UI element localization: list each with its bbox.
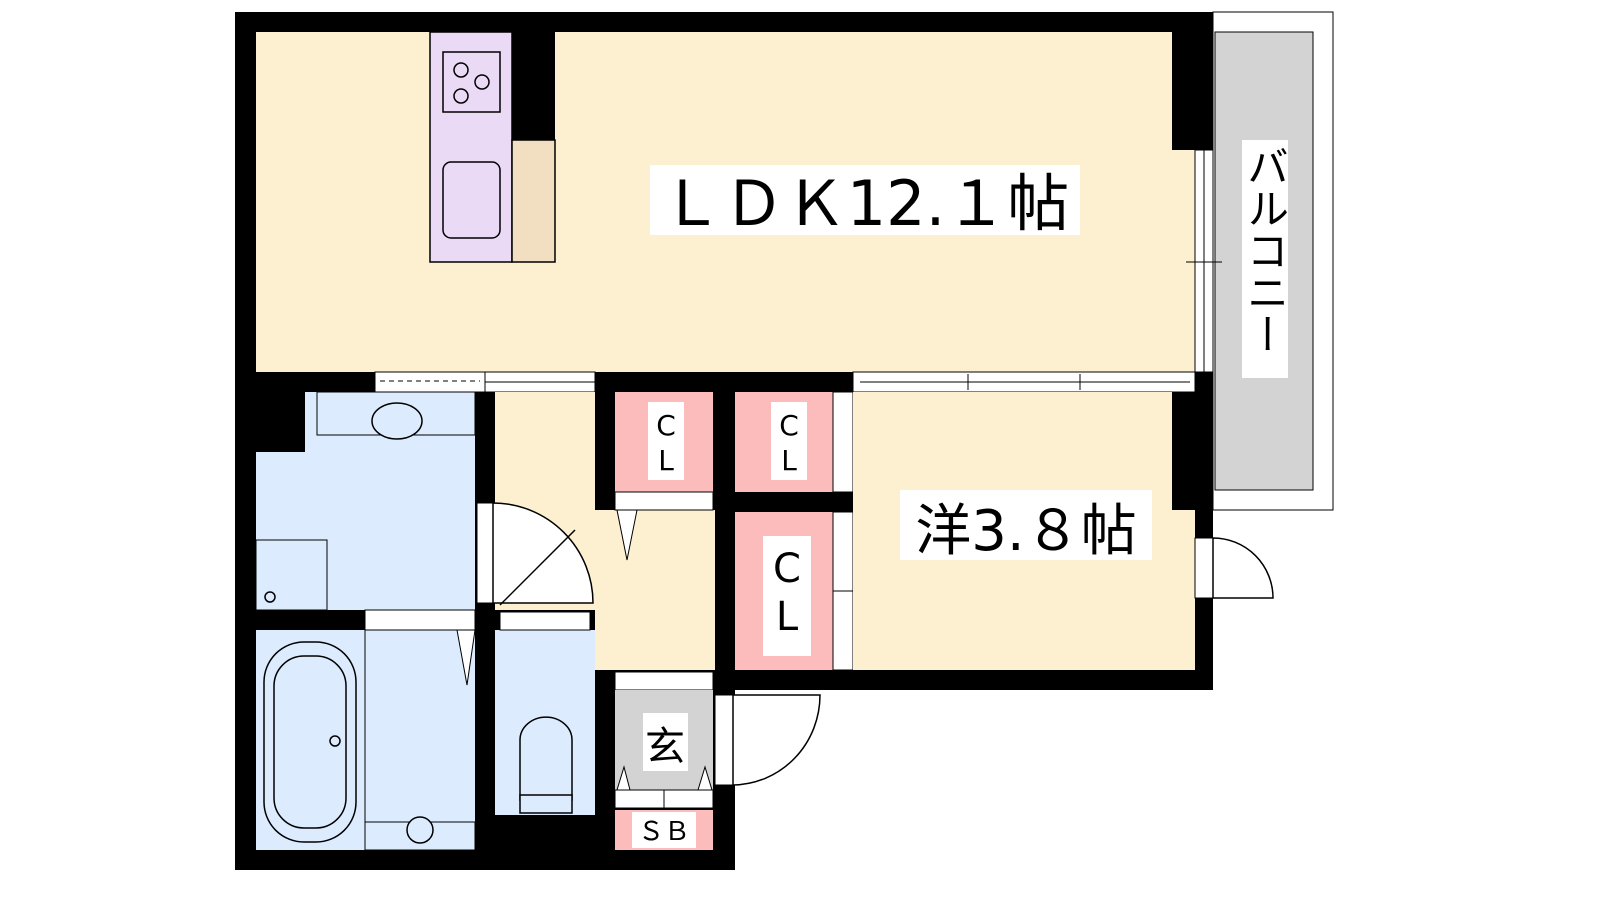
sliding-door-western[interactable] (852, 371, 1196, 393)
front-door[interactable] (714, 694, 821, 786)
ldk-window (1186, 149, 1222, 373)
shoe-box-label: ＳＢ (638, 817, 690, 847)
ldk-label: ＬＤＫ12.１帖 (661, 167, 1070, 240)
closet-2: C L (735, 391, 904, 493)
kitchen (429, 31, 556, 263)
bathroom (256, 609, 476, 851)
toilet-icon (519, 716, 573, 801)
washroom (255, 391, 476, 611)
washer-space (255, 539, 328, 611)
entrance-label: 玄 (645, 724, 685, 770)
balcony-door[interactable] (1194, 537, 1274, 599)
wash-basin-icon (371, 402, 423, 440)
svg-text:L: L (781, 444, 797, 477)
toilet-room (495, 611, 595, 815)
balcony-label: バルコニー (1241, 145, 1290, 355)
balcony: バルコニー (1212, 11, 1334, 511)
entrance: 玄 ＳＢ (614, 671, 714, 850)
closet-1: C L (614, 392, 714, 561)
sink-icon (442, 161, 501, 239)
sliding-door-washroom[interactable] (374, 371, 596, 393)
svg-text:C: C (656, 409, 676, 442)
svg-text:C: C (773, 546, 801, 592)
svg-text:L: L (776, 594, 799, 640)
bath-door (364, 609, 476, 631)
toilet-door (499, 611, 591, 631)
washroom-door[interactable] (476, 502, 594, 606)
western-label: 洋3.８帖 (915, 499, 1136, 564)
counter (511, 139, 556, 263)
svg-text:C: C (779, 409, 799, 442)
stove-icon (442, 51, 501, 113)
svg-text:L: L (658, 444, 674, 477)
